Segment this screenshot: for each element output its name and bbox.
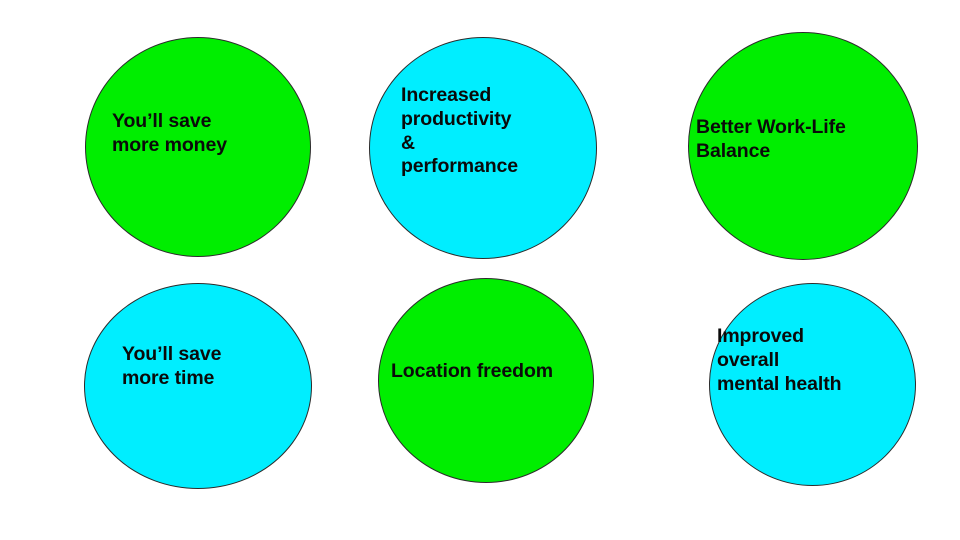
- circle-mental-health[interactable]: [709, 283, 916, 486]
- circle-label-save-money: You’ll save more money: [112, 110, 227, 156]
- circle-label-mental-health: Improved overall mental health: [717, 325, 842, 395]
- circle-work-life-balance[interactable]: [688, 32, 918, 260]
- circle-save-time[interactable]: [84, 283, 312, 489]
- circle-label-location-freedom: Location freedom: [391, 360, 553, 382]
- circle-label-productivity: Increased productivity & performance: [401, 84, 519, 178]
- circle-productivity[interactable]: [369, 37, 597, 259]
- circle-save-money[interactable]: [85, 37, 311, 257]
- circle-label-save-time: You’ll save more time: [122, 343, 222, 389]
- circle-location-freedom[interactable]: [378, 278, 594, 483]
- circle-label-work-life-balance: Better Work-Life Balance: [696, 116, 846, 162]
